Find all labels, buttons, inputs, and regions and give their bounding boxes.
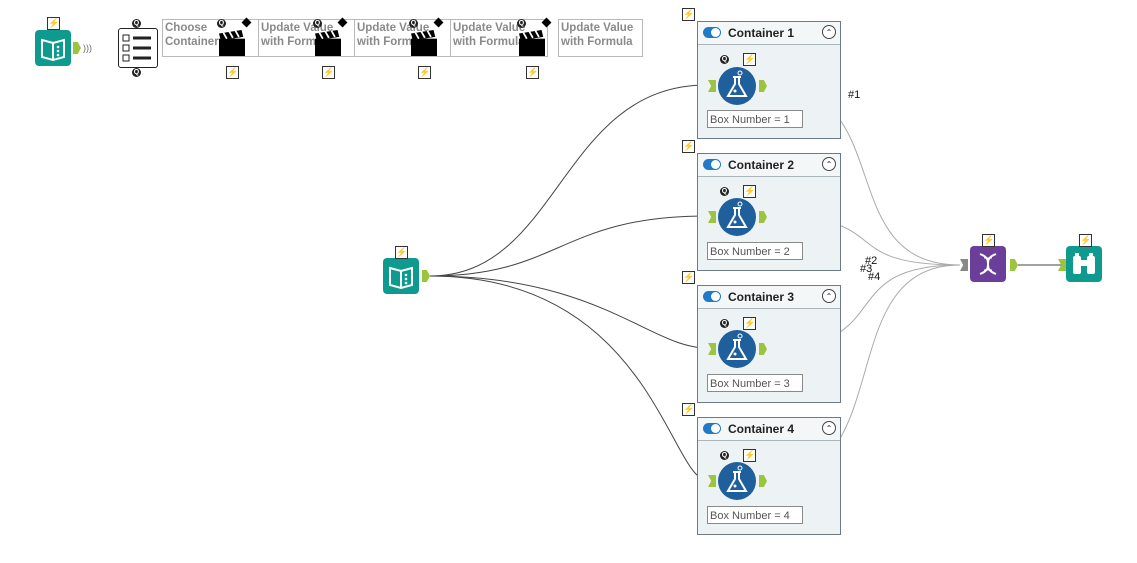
clapperboard-icon — [315, 30, 341, 56]
collapse-icon[interactable]: ⌃ — [822, 421, 836, 435]
container-header: Container 3 ⌃ — [698, 286, 840, 309]
lightning-icon: ⚡ — [743, 317, 756, 330]
lightning-icon: ⚡ — [682, 271, 695, 284]
multi-input-anchor[interactable] — [960, 259, 968, 271]
binoculars-icon — [1066, 246, 1102, 282]
collapse-icon[interactable]: ⌃ — [822, 289, 836, 303]
book-icon — [35, 30, 71, 66]
question-anchor-icon[interactable]: Q — [720, 319, 729, 328]
container-toggle[interactable] — [703, 423, 721, 434]
connection-label: #3 — [860, 263, 873, 275]
container-toggle[interactable] — [703, 291, 721, 302]
connection-input-container-4 — [429, 275, 708, 481]
collapse-icon[interactable]: ⌃ — [822, 157, 836, 171]
lightning-icon: ⚡ — [47, 17, 60, 30]
connection-label: #2 — [865, 255, 878, 267]
container-header: Container 2 ⌃ — [698, 154, 840, 177]
clapperboard-icon — [219, 30, 245, 56]
connection-label: #1 — [848, 89, 861, 101]
output-anchor[interactable] — [422, 270, 430, 282]
flask-icon — [726, 333, 748, 360]
connection-input-container-1 — [429, 84, 708, 277]
lightning-icon: ⚡ — [743, 185, 756, 198]
output-anchor[interactable] — [73, 42, 81, 54]
question-anchor-icon[interactable]: Q — [409, 19, 418, 28]
union-tool[interactable] — [960, 246, 1018, 284]
question-anchor-icon[interactable]: Q — [720, 55, 729, 64]
lightning-icon: ⚡ — [982, 234, 995, 247]
container-1[interactable]: Container 1 ⌃ Q ⚡ Box Number = 1 — [697, 21, 841, 139]
lightning-icon: ⚡ — [682, 8, 695, 21]
output-anchor[interactable] — [1010, 259, 1018, 271]
formula-tool[interactable] — [718, 67, 756, 105]
flask-icon — [726, 70, 748, 97]
container-title: Container 2 — [728, 158, 795, 172]
output-anchor[interactable] — [759, 211, 767, 223]
lightning-icon: ⚡ — [1079, 234, 1092, 247]
connection-label: #4 — [868, 271, 881, 283]
dna-icon — [970, 246, 1006, 282]
clapperboard-icon — [519, 30, 545, 56]
collapse-icon[interactable]: ⌃ — [822, 25, 836, 39]
comment-box: Box Number = 4 — [707, 506, 803, 524]
container-4[interactable]: Container 4 ⌃ Q ⚡ Box Number = 4 — [697, 417, 841, 535]
container-2[interactable]: Container 2 ⌃ Q ⚡ Box Number = 2 — [697, 153, 841, 271]
container-title: Container 4 — [728, 422, 795, 436]
formula-tool[interactable] — [718, 462, 756, 500]
question-anchor-icon[interactable]: Q — [132, 19, 141, 28]
output-anchor[interactable] — [759, 475, 767, 487]
lightning-icon: ⚡ — [226, 66, 239, 79]
text-input-tool[interactable] — [383, 258, 431, 296]
question-anchor-icon[interactable]: Q — [313, 19, 322, 28]
question-anchor-icon[interactable]: Q — [217, 19, 226, 28]
input-anchor[interactable] — [708, 211, 716, 223]
comment-box: Box Number = 3 — [707, 374, 803, 392]
container-title: Container 1 — [728, 26, 795, 40]
input-anchor[interactable] — [1058, 259, 1066, 271]
lightning-icon: ⚡ — [322, 66, 335, 79]
output-anchor[interactable] — [759, 343, 767, 355]
lightning-icon: ⚡ — [743, 53, 756, 66]
question-anchor-icon[interactable]: Q — [720, 187, 729, 196]
lightning-icon: ⚡ — [395, 246, 408, 259]
comment-box: Box Number = 2 — [707, 242, 803, 260]
connection-input-container-2 — [429, 215, 708, 277]
container-header: Container 1 ⌃ — [698, 22, 840, 45]
lightning-icon: ⚡ — [418, 66, 431, 79]
connection-input-container-3 — [429, 275, 708, 349]
clapperboard-icon — [411, 30, 437, 56]
comment-box: Box Number = 1 — [707, 110, 803, 128]
container-title: Container 3 — [728, 290, 795, 304]
container-toggle[interactable] — [703, 159, 721, 170]
question-anchor-icon[interactable]: Q — [132, 68, 141, 77]
input-anchor[interactable] — [708, 343, 716, 355]
formula-tool[interactable] — [718, 330, 756, 368]
lightning-icon: ⚡ — [682, 403, 695, 416]
input-anchor[interactable] — [708, 80, 716, 92]
checklist-icon — [122, 34, 151, 62]
list-box-tool[interactable] — [118, 28, 158, 68]
container-3[interactable]: Container 3 ⌃ Q ⚡ Box Number = 3 — [697, 285, 841, 403]
container-header: Container 4 ⌃ — [698, 418, 840, 441]
lightning-icon: ⚡ — [526, 66, 539, 79]
browse-tool[interactable] — [1058, 246, 1104, 284]
output-anchor[interactable] — [759, 80, 767, 92]
action-label-update-value: Update Value with Formula — [558, 19, 643, 57]
lightning-icon: ⚡ — [682, 140, 695, 153]
container-toggle[interactable] — [703, 27, 721, 38]
formula-tool[interactable] — [718, 198, 756, 236]
flask-icon — [726, 465, 748, 492]
book-icon — [383, 258, 419, 294]
question-anchor-icon[interactable]: Q — [517, 19, 526, 28]
lightning-icon: ⚡ — [743, 449, 756, 462]
signal-icon: ))) — [83, 43, 92, 53]
input-anchor[interactable] — [708, 475, 716, 487]
text-input-tool[interactable] — [35, 30, 81, 70]
flask-icon — [726, 201, 748, 228]
question-anchor-icon[interactable]: Q — [720, 451, 729, 460]
